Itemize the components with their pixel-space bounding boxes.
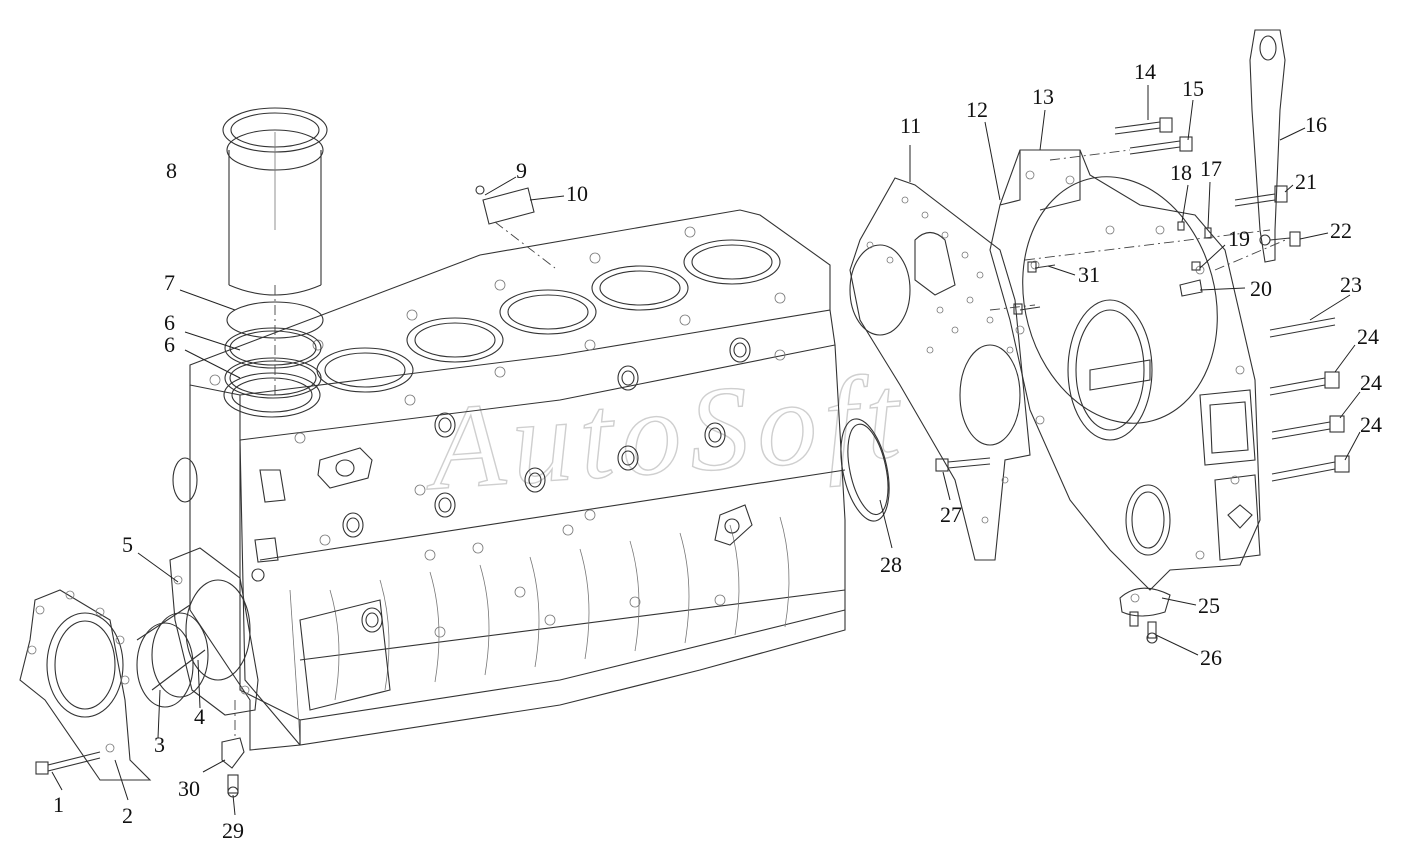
callout-5: 5 bbox=[122, 532, 133, 557]
cover-plate bbox=[475, 185, 556, 269]
flywheel-housing bbox=[989, 149, 1261, 591]
callout-23: 23 bbox=[1340, 272, 1362, 297]
callout-15: 15 bbox=[1182, 76, 1204, 101]
bolt-27 bbox=[935, 457, 991, 472]
callout-24-a: 24 bbox=[1357, 324, 1379, 349]
bolt-1 bbox=[35, 751, 101, 775]
callout-8: 8 bbox=[166, 158, 177, 183]
callout-21: 21 bbox=[1295, 169, 1317, 194]
callout-22: 22 bbox=[1330, 218, 1352, 243]
cylinder-liner bbox=[222, 107, 328, 395]
cover-25 bbox=[1119, 587, 1171, 644]
callout-29: 29 bbox=[222, 818, 244, 843]
callout-6-lower: 6 bbox=[164, 332, 175, 357]
callout-1: 1 bbox=[53, 792, 64, 817]
callout-30: 30 bbox=[178, 776, 200, 801]
callout-26: 26 bbox=[1200, 645, 1222, 670]
callout-31: 31 bbox=[1078, 262, 1100, 287]
callout-16: 16 bbox=[1305, 112, 1327, 137]
seal-rings bbox=[224, 301, 324, 399]
rear-seal-housing bbox=[19, 589, 152, 781]
callout-20: 20 bbox=[1250, 276, 1272, 301]
callout-3: 3 bbox=[154, 732, 165, 757]
lifting-bracket bbox=[1249, 29, 1286, 263]
callout-24-b: 24 bbox=[1360, 370, 1382, 395]
callout-27: 27 bbox=[940, 502, 962, 527]
callout-2: 2 bbox=[122, 803, 133, 828]
rear-plate bbox=[169, 547, 259, 716]
callout-14: 14 bbox=[1134, 59, 1156, 84]
callout-4: 4 bbox=[194, 704, 205, 729]
callout-12: 12 bbox=[966, 97, 988, 122]
callout-13: 13 bbox=[1032, 84, 1054, 109]
callout-6-upper: 6 bbox=[164, 310, 175, 335]
callout-25: 25 bbox=[1198, 593, 1220, 618]
callout-24-c: 24 bbox=[1360, 412, 1382, 437]
callout-19: 19 bbox=[1228, 226, 1250, 251]
centre-lines bbox=[989, 149, 1291, 311]
leader-lines bbox=[51, 85, 1361, 816]
callout-10: 10 bbox=[566, 181, 588, 206]
callout-28: 28 bbox=[880, 552, 902, 577]
watermark: AutoSoft bbox=[419, 349, 911, 515]
callout-18: 18 bbox=[1170, 160, 1192, 185]
cylinder-block bbox=[172, 209, 846, 751]
callout-11: 11 bbox=[900, 113, 921, 138]
callout-7: 7 bbox=[164, 270, 175, 295]
callout-9: 9 bbox=[516, 158, 527, 183]
bolts-right bbox=[1013, 117, 1350, 482]
callout-labels: 1 2 3 4 5 6 6 7 8 9 10 11 12 13 14 15 16… bbox=[53, 59, 1382, 843]
rear-gasket-plate bbox=[849, 177, 1031, 561]
oil-seal bbox=[136, 604, 209, 708]
callout-17: 17 bbox=[1200, 156, 1222, 181]
o-ring-28 bbox=[840, 418, 890, 522]
